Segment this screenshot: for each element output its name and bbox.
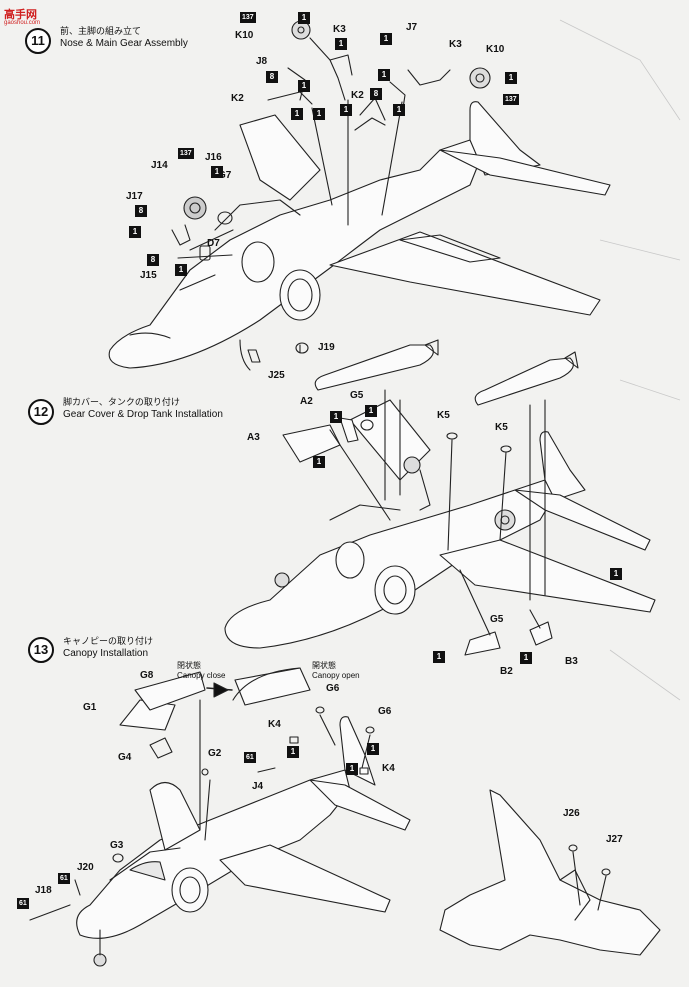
qty-badge: 1 <box>367 743 379 755</box>
label-j17: J17 <box>126 191 143 202</box>
label-g7: G7 <box>218 170 232 181</box>
step13-aircraft <box>29 667 661 967</box>
qty-badge: 1 <box>505 72 517 84</box>
qty-badge: 1 <box>129 226 141 238</box>
code-137: 137 <box>503 94 519 105</box>
qty-badge: 1 <box>313 456 325 468</box>
step-11-title: 前、主脚の組み立て Nose & Main Gear Assembly <box>60 26 188 50</box>
label-k3: K3 <box>333 24 346 35</box>
qty-badge: 8 <box>266 71 278 83</box>
label-j8: J8 <box>256 56 268 67</box>
canopy-close-caption: 閉状態 Canopy close <box>177 660 225 680</box>
qty-badge: 1 <box>393 104 405 116</box>
label-k4: K4 <box>382 763 395 774</box>
step-13-number: 13 <box>28 637 54 663</box>
qty-badge: 1 <box>313 108 325 120</box>
label-k4: K4 <box>268 719 281 730</box>
canopy-close-en: Canopy close <box>177 671 226 680</box>
step-12-title-jp: 脚カバー、タンクの取り付け <box>63 398 180 408</box>
qty-badge: 1 <box>340 104 352 116</box>
label-a3: A3 <box>247 432 260 443</box>
qty-badge: 1 <box>298 12 310 24</box>
canopy-close-jp: 閉状態 <box>177 661 201 670</box>
label-d7: D7 <box>207 238 220 249</box>
label-j19: J19 <box>318 342 335 353</box>
label-g5: G5 <box>490 614 504 625</box>
label-j26: J26 <box>563 808 580 819</box>
label-g2: G2 <box>208 748 222 759</box>
qty-badge: 1 <box>287 746 299 758</box>
label-k2: K2 <box>231 93 244 104</box>
step-13-title: キャノピーの取り付け Canopy Installation <box>63 636 153 660</box>
code-61: 61 <box>244 752 256 763</box>
label-j4: J4 <box>252 781 264 792</box>
qty-badge: 8 <box>135 205 147 217</box>
qty-badge: 1 <box>378 69 390 81</box>
label-g4: G4 <box>118 752 132 763</box>
canopy-open-jp: 開状態 <box>312 661 336 670</box>
label-j27: J27 <box>606 834 623 845</box>
label-g6: G6 <box>378 706 392 717</box>
qty-badge: 1 <box>298 80 310 92</box>
label-k10: K10 <box>486 44 505 55</box>
background-faded-print <box>559 19 681 701</box>
label-j14: J14 <box>151 160 168 171</box>
qty-badge: 1 <box>380 33 392 45</box>
label-j20: J20 <box>77 862 94 873</box>
step12-aircraft <box>224 339 656 656</box>
label-j18: J18 <box>35 885 52 896</box>
step11-aircraft <box>108 99 611 371</box>
label-j25: J25 <box>268 370 285 381</box>
step-12-title: 脚カバー、タンクの取り付け Gear Cover & Drop Tank Ins… <box>63 397 223 421</box>
qty-badge: 1 <box>175 264 187 276</box>
code-137: 137 <box>240 12 256 23</box>
qty-badge: 1 <box>335 38 347 50</box>
qty-badge: 1 <box>291 108 303 120</box>
watermark-logo: 高手网 <box>4 8 37 21</box>
label-j7: J7 <box>406 22 418 33</box>
label-k2: K2 <box>351 90 364 101</box>
qty-badge: 1 <box>365 405 377 417</box>
label-b2: B2 <box>500 666 513 677</box>
code-61: 61 <box>58 873 70 884</box>
step-11-title-jp: 前、主脚の組み立て <box>60 27 142 37</box>
canopy-open-caption: 開状態 Canopy open <box>312 660 360 680</box>
label-g5: G5 <box>350 390 364 401</box>
label-g6: G6 <box>326 683 340 694</box>
qty-badge: 1 <box>346 763 358 775</box>
label-a2: A2 <box>300 396 313 407</box>
qty-badge: 1 <box>433 651 445 663</box>
label-k10: K10 <box>235 30 254 41</box>
label-g8: G8 <box>140 670 154 681</box>
canopy-open-en: Canopy open <box>312 671 360 680</box>
label-j15: J15 <box>140 270 157 281</box>
step-12-number: 12 <box>28 399 54 425</box>
step-13-title-en: Canopy Installation <box>63 648 149 659</box>
label-k5: K5 <box>437 410 450 421</box>
qty-badge: 1 <box>330 411 342 423</box>
code-61: 61 <box>17 898 29 909</box>
label-g1: G1 <box>83 702 97 713</box>
qty-badge: 1 <box>610 568 622 580</box>
qty-badge: 1 <box>520 652 532 664</box>
qty-badge: 8 <box>147 254 159 266</box>
qty-badge: 1 <box>211 166 223 178</box>
watermark-logo-sub: gaoshou.com <box>4 20 41 26</box>
label-b3: B3 <box>565 656 578 667</box>
label-k5: K5 <box>495 422 508 433</box>
step-11-title-en: Nose & Main Gear Assembly <box>60 38 188 49</box>
label-k3: K3 <box>449 39 462 50</box>
step-13-title-jp: キャノピーの取り付け <box>63 637 154 647</box>
step-11-number: 11 <box>25 28 51 54</box>
label-j16: J16 <box>205 152 222 163</box>
code-137: 137 <box>178 148 194 159</box>
label-g3: G3 <box>110 840 124 851</box>
qty-badge: 8 <box>370 88 382 100</box>
step-12-title-en: Gear Cover & Drop Tank Installation <box>63 409 223 420</box>
